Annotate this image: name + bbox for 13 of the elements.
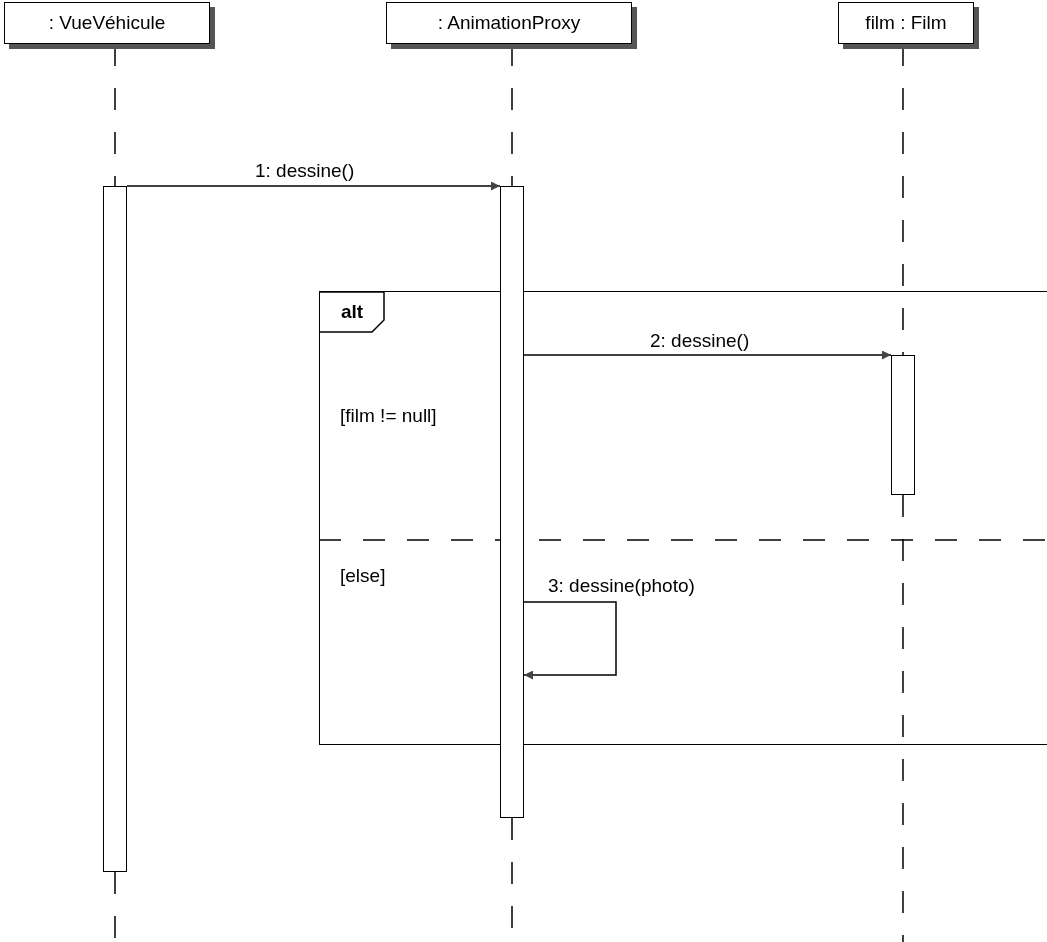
combined-fragment (319, 291, 1047, 745)
activation-bar (500, 186, 524, 818)
fragment-operator: alt (320, 292, 384, 332)
message-arrow (126, 181, 501, 191)
activation-bar (103, 186, 127, 872)
guard-condition: [film != null] (340, 405, 437, 427)
message-arrow (523, 350, 892, 360)
message-label: 3: dessine(photo) (548, 575, 695, 597)
activation-bar (890, 354, 915, 495)
message-arrow (523, 601, 617, 680)
message-label: 1: dessine() (255, 160, 355, 182)
message-label: 2: dessine() (650, 330, 750, 352)
guard-condition: [else] (340, 565, 386, 587)
